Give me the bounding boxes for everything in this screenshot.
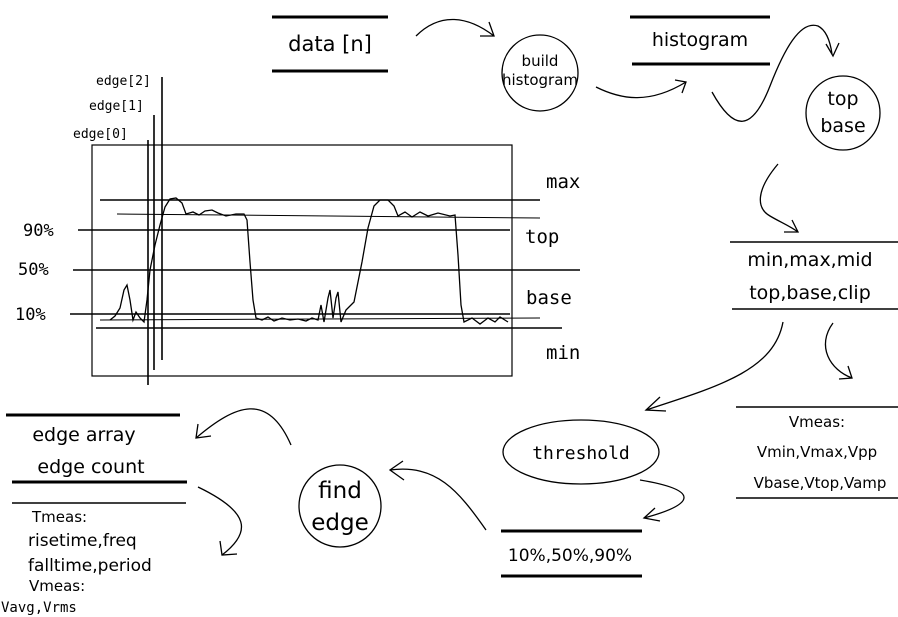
max-label: max (546, 171, 580, 193)
arrow-histogram-to-topbase-head (825, 42, 840, 58)
histogram-store-label: histogram (652, 29, 748, 51)
find-edge-line1: find (318, 478, 362, 504)
arrow-params-to-threshold-head (644, 396, 667, 412)
arrow-threshold-to-thresholds-head (642, 507, 661, 522)
base-label: base (526, 287, 572, 309)
params-line1: min,max,mid (747, 249, 872, 271)
arrow-params-to-vmeas-head (838, 365, 853, 380)
edge0-label: edge[0] (73, 127, 128, 142)
histogram-store: histogram (630, 15, 770, 66)
50pct-label: 50% (18, 260, 49, 280)
10pct-label: 10% (15, 305, 46, 325)
arrow-topbase-to-params (759, 163, 799, 233)
find-edge-node: find edge (298, 464, 382, 548)
arrow-thresholds-to-findedge (389, 468, 487, 531)
vmeas-volt-line1: Vmeas: (789, 413, 845, 431)
vmeas-volt-store: Vmeas: Vmin,Vmax,Vpp Vbase,Vtop,Vamp (736, 406, 898, 499)
find-edge-line2: edge (311, 510, 369, 536)
threshold-label: threshold (532, 443, 630, 464)
edge2-label: edge[2] (96, 74, 151, 89)
tmeas-line5: Vavg,Vrms (1, 600, 77, 616)
vmeas-volt-line3: Vbase,Vtop,Vamp (754, 474, 887, 492)
tmeas-line4: Vmeas: (29, 577, 85, 595)
arrow-build-to-histogram (595, 81, 687, 99)
arrow-params-to-vmeas (824, 322, 853, 379)
arrow-params-to-threshold (645, 321, 784, 411)
min-label: min (546, 342, 580, 364)
scope-frame (91, 144, 513, 377)
threshold-node: threshold (502, 419, 660, 485)
flow-arrows (195, 18, 853, 556)
arrow-findedge-to-edgearray-head (195, 423, 212, 439)
arrow-edgearray-to-tmeas-head (219, 540, 238, 556)
build-histogram-node: build histogram (501, 34, 579, 112)
arrow-build-to-histogram-head (674, 79, 687, 94)
tmeas-store: Tmeas: risetime,freq falltime,period Vme… (1, 502, 186, 616)
base-level-line-sloped (99, 317, 541, 321)
edge1-label: edge[1] (89, 99, 144, 114)
data-store-label: data [n] (288, 32, 372, 56)
arrow-topbase-to-params-head (784, 219, 800, 233)
edge-array-store: edge array edge count (6, 413, 187, 484)
arrow-threshold-to-thresholds (639, 479, 685, 519)
scope-illustration: edge[2] edge[1] edge[0] 90% 50% 10% max … (15, 74, 580, 385)
top-label: top (525, 226, 559, 248)
edge-array-line2: edge count (37, 456, 144, 478)
arrow-data-to-build-head (480, 21, 495, 37)
thresholds-label: 10%,50%,90% (508, 546, 632, 566)
build-histogram-line2: histogram (502, 71, 578, 89)
vmeas-volt-line2: Vmin,Vmax,Vpp (757, 443, 877, 461)
arrow-findedge-to-edgearray (195, 408, 292, 446)
top-base-node: top base (805, 75, 881, 151)
params-store: min,max,mid top,base,clip (730, 241, 898, 310)
build-histogram-line1: build (522, 52, 559, 70)
params-line2: top,base,clip (749, 282, 871, 304)
arrow-edgearray-to-tmeas (197, 486, 243, 556)
thresholds-store: 10%,50%,90% (501, 529, 642, 578)
90pct-label: 90% (23, 221, 54, 241)
top-base-line1: top (827, 88, 858, 110)
tmeas-line3: falltime,period (28, 556, 152, 576)
top-base-line2: base (820, 115, 865, 137)
tmeas-line1: Tmeas: (31, 508, 87, 526)
tmeas-line2: risetime,freq (28, 531, 137, 551)
waveform-trace (109, 197, 509, 325)
arrow-histogram-to-topbase (711, 24, 833, 122)
edge-array-line1: edge array (32, 424, 135, 446)
top-level-line-sloped (116, 213, 541, 219)
arrow-data-to-build (415, 18, 495, 37)
arrow-thresholds-to-findedge-head (388, 460, 405, 481)
data-store: data [n] (272, 15, 388, 73)
